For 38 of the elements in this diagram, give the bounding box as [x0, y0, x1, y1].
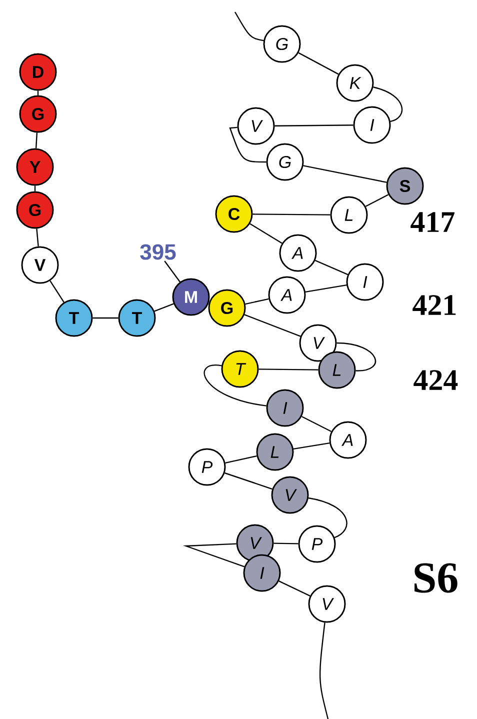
chain-line: [303, 165, 387, 183]
residue-number: S6: [414, 563, 458, 593]
chain-line: [293, 442, 330, 450]
chain-line: [34, 186, 36, 192]
chain-line: [298, 52, 339, 75]
chain-line: [229, 126, 266, 163]
chain-line: [204, 364, 266, 406]
chain-line: [154, 303, 174, 312]
chain-line: [224, 472, 272, 490]
chain-line: [244, 314, 301, 337]
chain-line: [258, 368, 318, 370]
residue-number: 421: [412, 295, 456, 315]
chain-line: [319, 622, 329, 719]
chain-line: [234, 12, 264, 42]
chain-line: [365, 194, 389, 207]
chain-line: [373, 86, 403, 122]
chain-line: [37, 90, 39, 96]
chain-line: [225, 455, 257, 464]
chain-line: [182, 543, 245, 568]
chain-line: [36, 228, 39, 246]
chain-line: [35, 132, 38, 148]
residue-number: 417: [410, 212, 454, 232]
chain-line: [245, 298, 269, 305]
chain-line: [250, 223, 282, 244]
chain-line: [305, 284, 347, 293]
chain-line: [252, 214, 330, 216]
leader-line: [164, 260, 180, 282]
residue-number: 395: [140, 244, 176, 260]
chain-line: [278, 580, 310, 596]
chain-line: [308, 497, 348, 538]
chain-line: [274, 542, 298, 544]
chain-line: [274, 124, 354, 126]
chain-line: [301, 416, 332, 432]
chain-line: [336, 342, 376, 372]
chain-line: [50, 280, 64, 303]
chain-line: [92, 317, 118, 319]
chain-line: [314, 260, 348, 276]
residue-number: 424: [414, 370, 458, 390]
